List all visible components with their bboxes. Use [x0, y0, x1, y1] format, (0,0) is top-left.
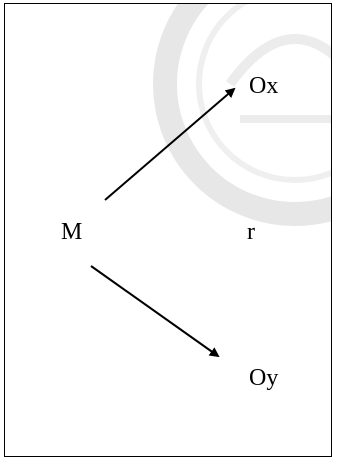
edge-m-to-ox	[104, 87, 236, 201]
arrow-layer	[90, 87, 236, 358]
edge-m-to-oy	[90, 265, 220, 358]
node-label-r: r	[247, 219, 255, 245]
node-label-m: M	[61, 219, 83, 245]
node-label-ox: Ox	[249, 73, 279, 99]
node-label-oy: Oy	[249, 365, 279, 391]
diagram-frame: Ox M r Oy	[4, 3, 332, 457]
